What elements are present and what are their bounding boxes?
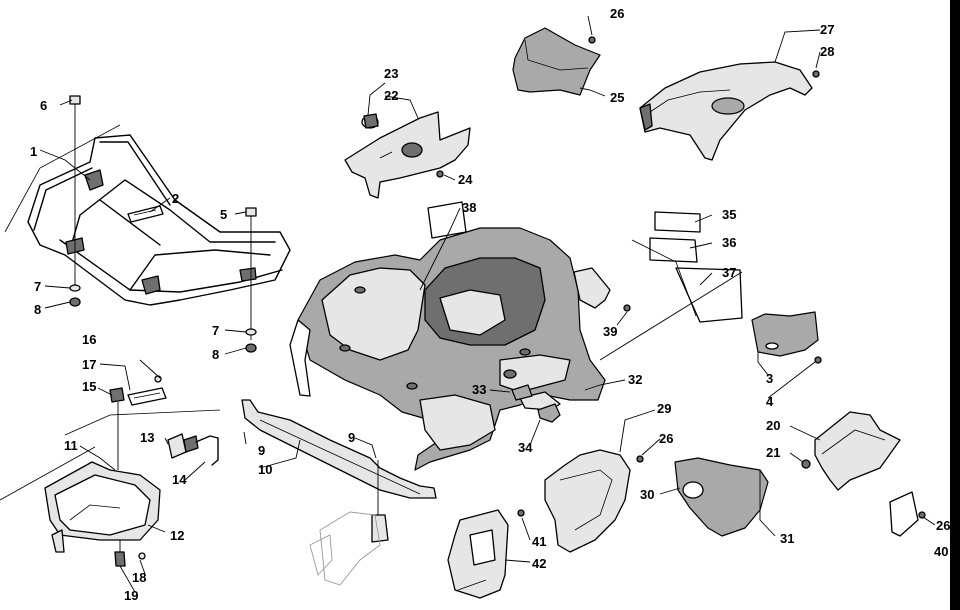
callout-21: 21 (766, 445, 780, 460)
leader-lines (39, 15, 936, 593)
callout-10: 10 (258, 462, 272, 477)
callout-12: 12 (170, 528, 184, 543)
callout-37: 37 (722, 265, 736, 280)
callout-27: 27 (820, 22, 834, 37)
clip-34 (537, 403, 561, 423)
callout-22: 22 (384, 88, 398, 103)
callout-36: 36 (722, 235, 736, 250)
callout-40: 40 (934, 544, 948, 559)
callout-numbers: 1 2 3 4 5 6 7 7 8 8 9 9 10 11 12 13 14 1… (30, 6, 950, 603)
screw-39 (623, 304, 631, 312)
callout-19: 19 (124, 588, 138, 603)
headlight-trim-strip (109, 375, 167, 470)
callout-25: 25 (610, 90, 624, 105)
front-rack (4, 124, 291, 306)
callout-42: 42 (532, 556, 546, 571)
front-rack-decal (127, 205, 164, 223)
callout-34: 34 (518, 440, 533, 455)
clip-33 (511, 384, 533, 401)
decal-38 (427, 201, 467, 239)
lower-mount (309, 460, 389, 586)
bracket-3 (751, 311, 822, 364)
front-body-panel (289, 227, 611, 471)
headlight-assembly (0, 409, 221, 553)
callout-9-right: 9 (348, 430, 355, 445)
callout-26-right: 26 (936, 518, 950, 533)
fender-panel (639, 61, 820, 161)
side-panel-20 (801, 411, 901, 491)
callout-8-left: 8 (34, 302, 41, 317)
callout-28: 28 (820, 44, 834, 59)
callout-15: 15 (82, 379, 96, 394)
callout-4: 4 (766, 394, 774, 409)
callout-14: 14 (172, 472, 187, 487)
visor-cover (512, 27, 601, 96)
decal-set (631, 211, 743, 323)
lower-guard-42 (447, 509, 525, 599)
callout-7-right: 7 (212, 323, 219, 338)
callout-35: 35 (722, 207, 736, 222)
headlight-fastener (114, 540, 146, 567)
front-bumper-bar (241, 399, 437, 499)
callout-31: 31 (780, 531, 794, 546)
callout-13: 13 (140, 430, 154, 445)
callout-18: 18 (132, 570, 146, 585)
callout-32: 32 (628, 372, 642, 387)
headlight-bulb (167, 433, 219, 466)
right-edge-bar (950, 0, 960, 610)
side-cover-30 (674, 457, 769, 537)
callout-17: 17 (82, 357, 96, 372)
callout-11: 11 (64, 438, 78, 453)
screw-26c (636, 455, 644, 463)
callout-33: 33 (472, 382, 486, 397)
callout-5: 5 (220, 207, 227, 222)
callout-24: 24 (458, 172, 473, 187)
callout-26-mid: 26 (659, 431, 673, 446)
cover-plate-40 (889, 491, 926, 537)
callout-26-top: 26 (610, 6, 624, 21)
callout-39: 39 (603, 324, 617, 339)
callout-1: 1 (30, 144, 37, 159)
callout-29: 29 (657, 401, 671, 416)
callout-9-left: 9 (258, 443, 265, 458)
callout-2: 2 (172, 191, 179, 206)
callout-23: 23 (384, 66, 398, 81)
callout-16: 16 (82, 332, 96, 347)
callout-8-right: 8 (212, 347, 219, 362)
callout-3: 3 (766, 371, 773, 386)
callout-38: 38 (462, 200, 476, 215)
side-panel-29 (544, 449, 631, 553)
rack-bolt-left (69, 95, 81, 307)
callout-20: 20 (766, 418, 780, 433)
dash-panel (344, 111, 471, 199)
callout-41: 41 (532, 534, 546, 549)
callout-30: 30 (640, 487, 654, 502)
callout-7-left: 7 (34, 279, 41, 294)
callout-6: 6 (40, 98, 47, 113)
